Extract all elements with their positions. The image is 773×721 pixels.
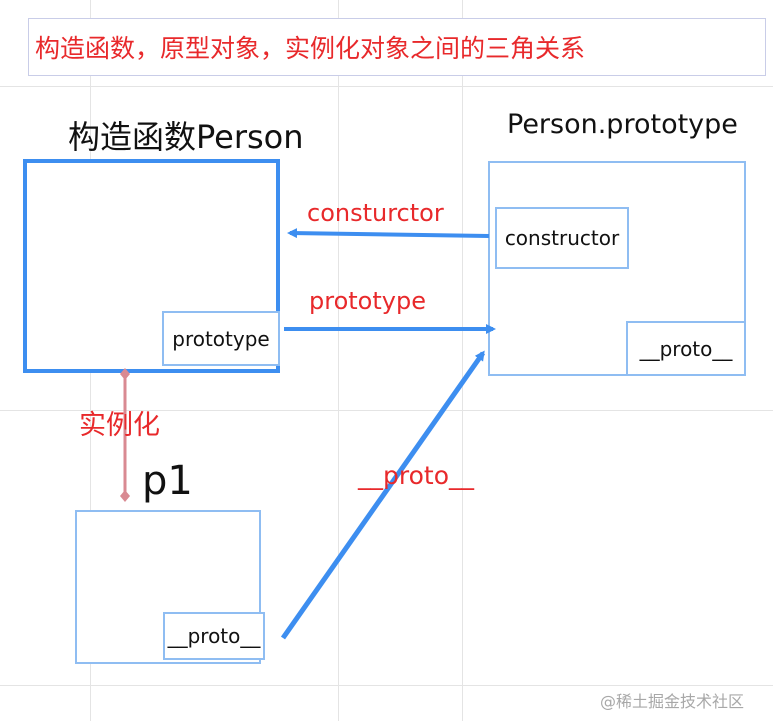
proto-arrow-label: __proto__ [358, 461, 474, 490]
watermark: @稀土掘金技术社区 [600, 692, 745, 711]
grid-line [338, 0, 339, 721]
grid-line [0, 685, 773, 686]
constructor-prototype-text: prototype [172, 326, 270, 351]
constructor-arrow-label: consturctor [307, 199, 444, 227]
prototype-constructor-property: constructor [495, 207, 629, 269]
instantiate-diamond-bottom [120, 490, 130, 502]
instantiate-diamond-top [120, 368, 130, 380]
prototype-proto-text: __proto__ [639, 336, 733, 361]
instance-proto-property: __proto__ [163, 612, 265, 660]
prototype-arrow-label: prototype [309, 287, 426, 315]
diagram-title: 构造函数，原型对象，实例化对象之间的三角关系 [35, 34, 586, 63]
grid-line [0, 86, 773, 87]
constructor-label: 构造函数Person [68, 118, 304, 156]
proto-arrow [280, 350, 486, 640]
constructor-arrow [287, 228, 490, 239]
prototype-constructor-text: constructor [504, 226, 620, 250]
constructor-prototype-property: prototype [162, 311, 280, 366]
grid-line [462, 0, 463, 721]
instance-label: p1 [142, 458, 193, 504]
instantiate-label: 实例化 [79, 410, 160, 441]
title-box: 构造函数，原型对象，实例化对象之间的三角关系 [28, 18, 766, 76]
prototype-object-label: Person.prototype [507, 109, 738, 140]
grid-line [0, 410, 773, 411]
instance-proto-text: __proto__ [167, 624, 261, 648]
prototype-proto-property: __proto__ [626, 321, 746, 376]
